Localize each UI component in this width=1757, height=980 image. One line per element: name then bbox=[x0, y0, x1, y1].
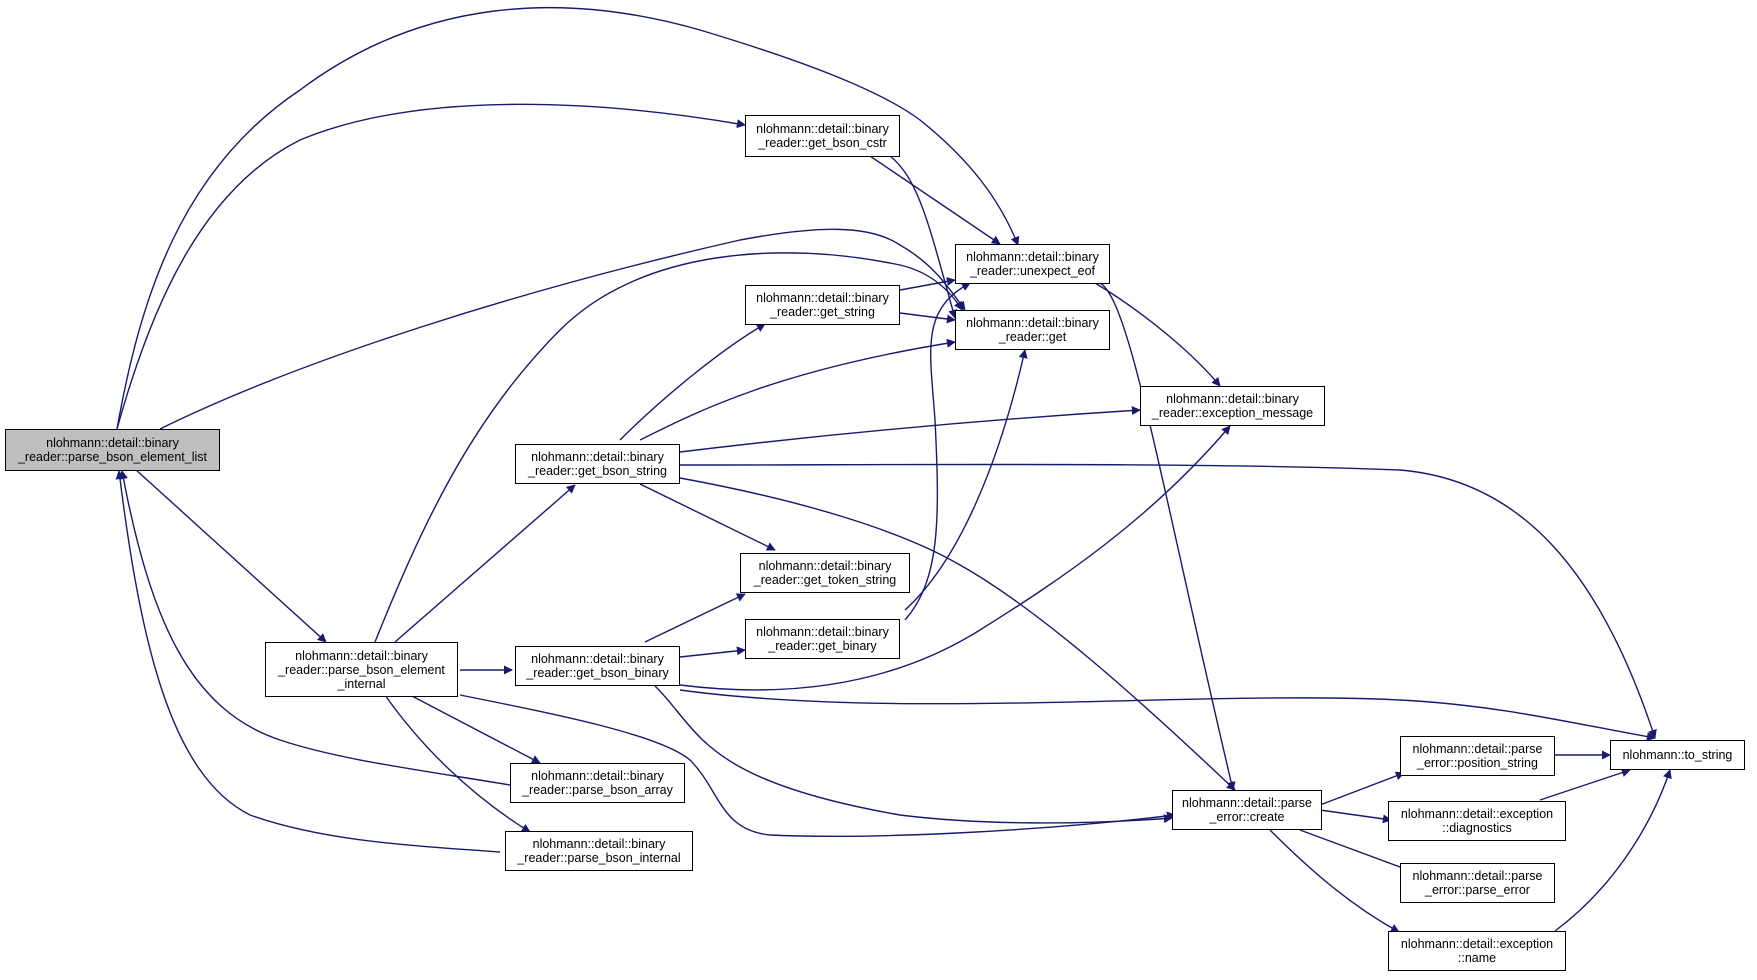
node-get-bson-binary[interactable]: nlohmann::detail::binary _reader::get_bs… bbox=[515, 646, 680, 686]
node-get-bson-string[interactable]: nlohmann::detail::binary _reader::get_bs… bbox=[515, 444, 680, 484]
edge-internal-create bbox=[459, 694, 1176, 837]
edge-unexpect-eof-exception-message bbox=[1094, 282, 1221, 387]
edge-internal-array bbox=[409, 694, 541, 764]
edge-list-unexpect-eof bbox=[116, 7, 1020, 430]
edge-create-parse-error bbox=[1299, 829, 1412, 873]
edge-array-list bbox=[119, 470, 511, 786]
edge-bson-string-exception-message bbox=[679, 406, 1141, 453]
node-parse-error-create[interactable]: nlohmann::detail::parse _error::create bbox=[1172, 790, 1322, 830]
edge-name-to-string bbox=[1554, 769, 1672, 932]
edge-cstr-unexpect-eof bbox=[869, 155, 1001, 245]
node-exception-message[interactable]: nlohmann::detail::binary _reader::except… bbox=[1140, 386, 1325, 426]
edge-create-position-string bbox=[1319, 771, 1405, 806]
node-name[interactable]: nlohmann::detail::exception ::name bbox=[1388, 931, 1566, 971]
edge-bson-binary-exception-message bbox=[679, 425, 1231, 691]
node-parse-error[interactable]: nlohmann::detail::parse _error::parse_er… bbox=[1400, 863, 1555, 903]
edge-list-get-bson-cstr bbox=[116, 103, 746, 430]
edge-bson-string-create bbox=[679, 477, 1236, 791]
edge-get-string-unexpect-eof bbox=[899, 277, 956, 291]
node-get-binary[interactable]: nlohmann::detail::binary _reader::get_bi… bbox=[745, 619, 900, 659]
edge-diagnostics-to-string bbox=[1539, 768, 1631, 801]
node-parse-bson-internal[interactable]: nlohmann::detail::binary _reader::parse_… bbox=[505, 831, 693, 871]
edge-create-name bbox=[1269, 829, 1400, 933]
edge-create-diagnostics bbox=[1319, 809, 1392, 824]
edge-bson-string-to-string bbox=[679, 463, 1657, 739]
edge-unexpect-eof-create bbox=[1099, 282, 1236, 791]
edge-list-get bbox=[159, 228, 966, 430]
node-to-string[interactable]: nlohmann::to_string bbox=[1610, 740, 1745, 770]
edge-get-binary-unexpect-eof bbox=[904, 282, 971, 621]
edge-bson-string-get-string bbox=[619, 323, 766, 441]
node-get[interactable]: nlohmann::detail::binary _reader::get bbox=[955, 310, 1110, 350]
edge-internal-get-bson-string bbox=[394, 484, 576, 643]
edge-bson-binary-get-binary bbox=[679, 646, 746, 658]
edge-bson-binary-token bbox=[644, 593, 746, 643]
node-parse-bson-element-list: nlohmann::detail::binary _reader::parse_… bbox=[5, 429, 220, 471]
edge-cstr-get bbox=[889, 155, 958, 319]
node-get-string[interactable]: nlohmann::detail::binary _reader::get_st… bbox=[745, 285, 900, 325]
node-parse-bson-element-internal[interactable]: nlohmann::detail::binary _reader::parse_… bbox=[265, 642, 458, 697]
edge-internal-internal bbox=[384, 694, 531, 833]
node-position-string[interactable]: nlohmann::detail::parse _error::position… bbox=[1400, 736, 1555, 776]
edge-internal-get bbox=[374, 252, 963, 643]
edge-list-element-internal bbox=[134, 468, 327, 643]
edge-bson-binary-create bbox=[654, 685, 1173, 824]
node-get-token-string[interactable]: nlohmann::detail::binary _reader::get_to… bbox=[740, 553, 910, 593]
node-unexpect-eof[interactable]: nlohmann::detail::binary _reader::unexpe… bbox=[955, 244, 1110, 284]
edge-get-string-get bbox=[899, 312, 956, 324]
edge-bson-string-token bbox=[639, 483, 776, 551]
node-diagnostics[interactable]: nlohmann::detail::exception ::diagnostic… bbox=[1388, 801, 1566, 841]
edge-bson-binary-to-string bbox=[679, 689, 1656, 742]
edge-bson-string-get bbox=[639, 338, 956, 441]
node-parse-bson-array[interactable]: nlohmann::detail::binary _reader::parse_… bbox=[510, 763, 685, 803]
edge-internal-list bbox=[115, 470, 501, 853]
edge-get-binary-get bbox=[904, 349, 1028, 611]
node-get-bson-cstr[interactable]: nlohmann::detail::binary _reader::get_bs… bbox=[745, 115, 900, 157]
